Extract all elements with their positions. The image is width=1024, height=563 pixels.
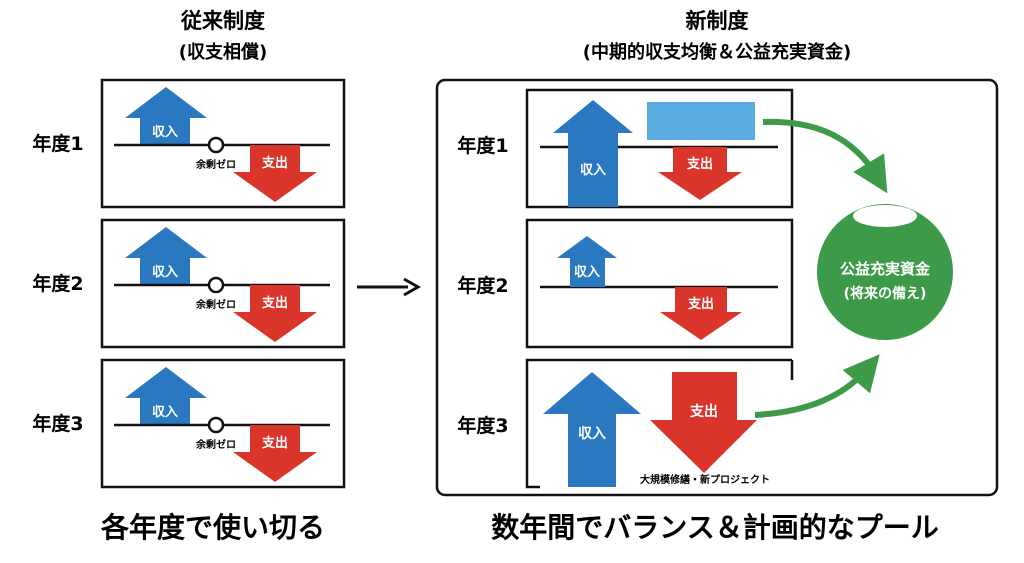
income-label: 収入 <box>152 125 178 140</box>
fund-title: 公益充実資金 <box>840 260 931 278</box>
income-arrow <box>125 367 207 425</box>
zero-label: 余剰ゼロ <box>195 298 236 311</box>
expense-label: 支出 <box>687 296 714 312</box>
expense-arrow <box>658 147 742 200</box>
expense-arrow <box>233 145 317 202</box>
income-label: 収入 <box>152 265 178 280</box>
zero-label: 余剰ゼロ <box>195 158 236 171</box>
row-label: 年度3 <box>457 414 508 437</box>
income-label: 収入 <box>574 265 600 280</box>
left-row-1: 年度1 収入 支出 余剰ゼロ <box>32 78 346 209</box>
expense-label: 支出 <box>261 435 288 451</box>
zero-marker <box>207 276 225 294</box>
expense-arrow <box>650 372 757 473</box>
expense-note: 大規模修繕・新プロジェクト <box>640 473 770 486</box>
flow-arrow-icon <box>762 118 888 194</box>
pool-opening <box>853 205 917 227</box>
income-arrow <box>125 87 207 145</box>
right-row-3: 年度3 収入 支出 大規模修繕・新プロジェクト <box>457 358 794 489</box>
surplus-block <box>647 102 755 140</box>
new-system-frame <box>435 78 999 497</box>
row-label: 年度1 <box>457 134 508 157</box>
row-label: 年度1 <box>32 132 83 155</box>
expense-label: 支出 <box>261 155 288 171</box>
right-caption: 数年間でバランス＆計画的なプール <box>491 511 938 544</box>
transition-arrow-icon <box>357 277 422 297</box>
zero-label: 余剰ゼロ <box>195 438 236 451</box>
row-label: 年度2 <box>457 274 508 297</box>
expense-arrow <box>660 287 742 340</box>
income-arrow <box>125 227 207 285</box>
fund-subtitle: (将来の備え) <box>844 285 927 302</box>
row-label: 年度2 <box>32 272 83 295</box>
flow-arrow-icon <box>754 354 880 418</box>
left-title: 従来制度 <box>180 9 265 33</box>
expense-arrow <box>233 285 317 342</box>
right-row-2: 年度2 収入 支出 <box>457 218 794 349</box>
row-label: 年度3 <box>32 412 83 435</box>
left-subtitle: (収支相償) <box>179 41 267 63</box>
left-row-3: 年度3 収入 支出 余剰ゼロ <box>32 358 346 489</box>
left-row-2: 年度2 収入 支出 余剰ゼロ <box>32 218 346 349</box>
income-label: 収入 <box>152 405 178 420</box>
left-caption: 各年度で使い切る <box>100 511 325 544</box>
expense-label: 支出 <box>261 295 288 311</box>
right-subtitle: (中期的収支均衡＆公益充実資金) <box>583 41 851 63</box>
income-arrow <box>557 236 617 287</box>
income-arrow <box>543 372 641 487</box>
zero-marker <box>207 416 225 434</box>
income-label: 収入 <box>578 425 606 442</box>
expense-label: 支出 <box>686 156 713 172</box>
income-label: 収入 <box>580 163 606 178</box>
fund-pool: 公益充実資金 (将来の備え) <box>817 204 953 340</box>
right-title: 新制度 <box>686 9 749 33</box>
right-row-1: 年度1 収入 支出 <box>457 88 794 209</box>
expense-arrow <box>233 425 317 482</box>
zero-marker <box>207 136 225 154</box>
expense-label: 支出 <box>689 403 718 420</box>
income-arrow <box>553 100 633 207</box>
